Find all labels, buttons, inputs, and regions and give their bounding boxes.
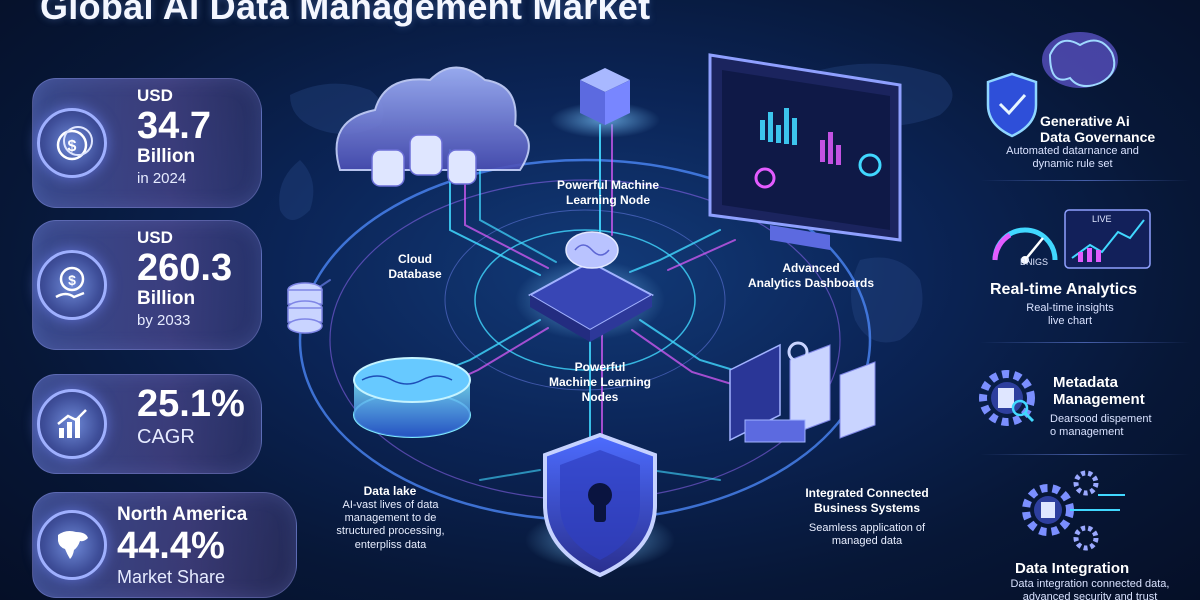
gauge-chart-icon (992, 209, 1151, 269)
cloud-database-text: Cloud Database (388, 252, 442, 281)
feature-integration-desc: Data integration connected data, advance… (985, 578, 1195, 600)
analytics-dashboards-text: Advanced Analytics Dashboards (747, 261, 875, 290)
feature-governance-desc: Automated datarnance and dynamic rule se… (990, 145, 1155, 171)
feature-metadata-desc: Dearsood dispement o management (1050, 413, 1170, 439)
feature-divider (980, 342, 1190, 343)
feature-metadata-title-text: Metadata Management (1053, 374, 1145, 409)
feature-divider (980, 180, 1190, 181)
north-america-map-icon (37, 510, 107, 580)
gears-icon (1022, 470, 1125, 551)
feature-governance-desc-text: Automated datarnance and dynamic rule se… (1006, 145, 1139, 171)
stat-value: 34.7 (137, 105, 211, 147)
live-label: LIVE (1092, 214, 1112, 224)
ml-node-top-label: Powerful Machine Learning Node (548, 178, 668, 208)
stat-card-2024-market: $ USD 34.7 Billion in 2024 (32, 78, 262, 208)
stat-unit: Billion (137, 288, 196, 309)
integrated-systems-description: Seamless application of managed data (787, 522, 947, 548)
money-hand-icon: $ (37, 250, 107, 320)
stat-detail: in 2024 (137, 170, 187, 187)
feature-integration-desc-text: Data integration connected data, advance… (1010, 578, 1170, 600)
stat-value: 44.4% (117, 525, 225, 567)
data-lake-label: Data lake (363, 484, 417, 498)
stat-unit: Billion (137, 146, 196, 167)
stat-prefix: USD (137, 86, 173, 105)
stat-card-region-share: North America 44.4% Market Share (32, 492, 297, 598)
cloud-database-label: Cloud Database (380, 252, 450, 282)
analytics-monitor-illustration (708, 53, 902, 250)
page-title: Global AI Data Management Market (40, 0, 651, 27)
shield-check-icon (986, 72, 1038, 138)
ml-nodes-center-label: Powerful Machine Learning Nodes (540, 360, 660, 405)
feature-metadata-desc-text: Dearsood dispement o management (1050, 413, 1152, 439)
svg-text:$: $ (68, 138, 77, 155)
integrated-systems-text: Integrated Connected Business Systems (805, 486, 929, 515)
central-chip-illustration (515, 231, 665, 342)
stat-prefix: USD (137, 228, 173, 247)
stat-card-cagr: 25.1% CAGR (32, 374, 262, 474)
feature-governance-title-text: Generative Ai Data Governance (1040, 113, 1156, 146)
analytics-dashboards-label: Advanced Analytics Dashboards (736, 261, 886, 291)
feature-realtime-desc: Real-time insights live chart (995, 302, 1145, 328)
cloud-database-illustration (335, 66, 530, 187)
feature-metadata-title: Metadata Management (1053, 374, 1145, 409)
data-lake-illustration (353, 357, 471, 438)
data-lake-description: AI-vast lives of data management to de s… (323, 499, 458, 552)
svg-text:$: $ (68, 272, 76, 288)
feature-governance-title: Generative Ai Data Governance (1040, 113, 1155, 145)
security-shield-illustration (525, 432, 675, 578)
stat-card-2033-forecast: $ USD 260.3 Billion by 2033 (32, 220, 262, 350)
database-stack-icon (287, 282, 323, 334)
feature-realtime-title: Real-time Analytics (990, 281, 1138, 298)
coins-icon: $ (37, 108, 107, 178)
business-systems-illustration (729, 341, 876, 443)
stat-detail: CAGR (137, 426, 195, 448)
stat-prefix: North America (117, 504, 248, 525)
gear-document-icon (979, 370, 1035, 426)
feature-divider (980, 454, 1190, 455)
integrated-systems-label: Integrated Connected Business Systems (777, 486, 957, 516)
stat-value: 260.3 (137, 247, 233, 289)
stat-detail: Market Share (117, 567, 226, 587)
integrated-systems-desc-text: Seamless application of managed data (808, 522, 926, 548)
feature-integration-title: Data Integration (1015, 560, 1130, 577)
stat-detail: by 2033 (137, 312, 191, 329)
brain-icon-decor (1042, 32, 1118, 88)
feature-realtime-desc-text: Real-time insights live chart (1026, 302, 1114, 328)
ml-node-cube-illustration (550, 68, 660, 138)
ml-node-top-text: Powerful Machine Learning Node (556, 178, 660, 207)
gauge-label: BNIGS (1020, 257, 1049, 267)
circuit-traces (299, 124, 741, 481)
growth-chart-icon (37, 389, 107, 459)
ml-nodes-center-text: Powerful Machine Learning Nodes (548, 360, 652, 404)
data-lake-desc-text: AI-vast lives of data management to de s… (336, 499, 445, 551)
stat-value: 25.1% (137, 383, 245, 425)
